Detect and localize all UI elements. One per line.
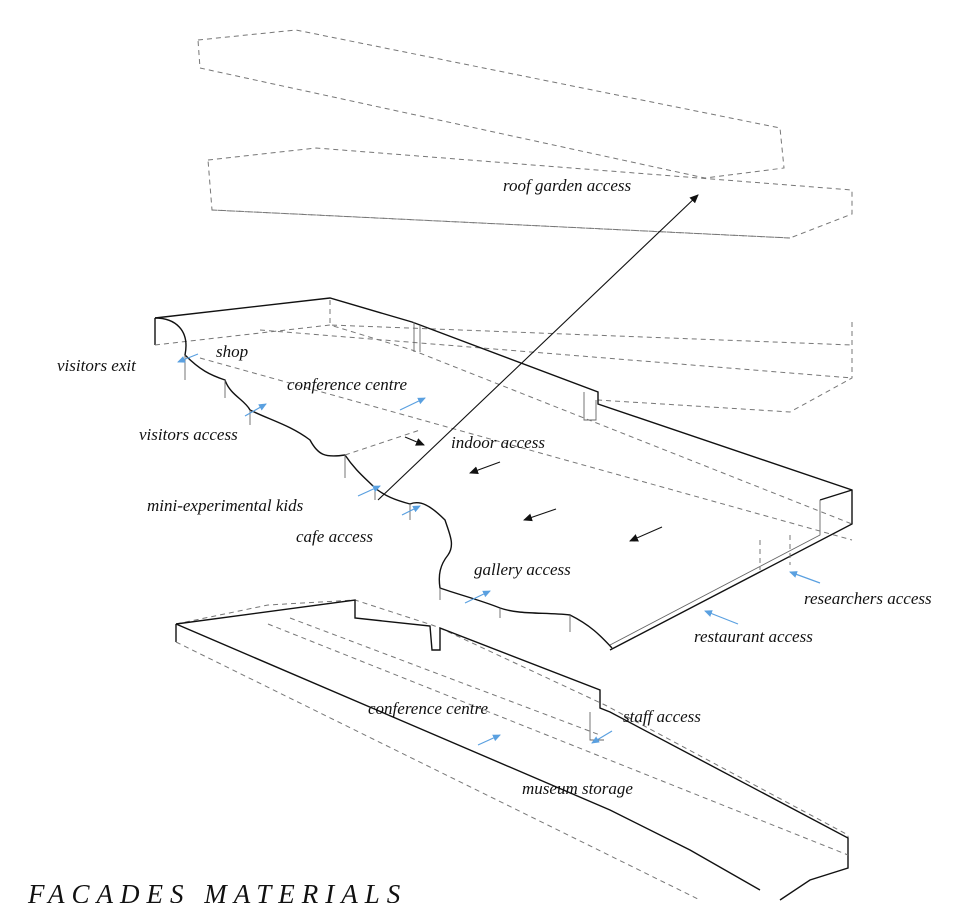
researchers-access-arrow — [790, 572, 820, 583]
indoor-access-arrows — [405, 437, 662, 541]
conference-centre-arrow — [400, 398, 425, 410]
label-indoor-access: indoor access — [451, 433, 545, 452]
label-visitors-access: visitors access — [139, 425, 238, 444]
label-visitors-exit: visitors exit — [57, 356, 137, 375]
label-shop: shop — [216, 342, 248, 361]
label-cafe-access: cafe access — [296, 527, 373, 546]
cafe-access-arrow — [402, 506, 420, 515]
roof-slab-top — [198, 30, 784, 178]
label-staff-access: staff access — [623, 707, 701, 726]
label-gallery-access: gallery access — [474, 560, 571, 579]
section-heading: FACADES MATERIALS — [27, 879, 407, 903]
roof-garden-access-arrow — [378, 195, 698, 500]
conference-centre-lower-arrow — [478, 735, 500, 745]
visitors-access-arrow — [245, 404, 266, 416]
label-museum-storage: museum storage — [522, 779, 633, 798]
label-mini-experimental-kids: mini-experimental kids — [147, 496, 304, 515]
label-roof-garden-access: roof garden access — [503, 176, 631, 195]
upper-level-volume — [260, 300, 852, 412]
restaurant-access-arrow — [705, 611, 738, 624]
label-restaurant-access: restaurant access — [694, 627, 813, 646]
mini-experimental-kids-arrow — [358, 486, 380, 496]
visitors-exit-arrow — [178, 354, 198, 362]
label-conference-centre-lower: conference centre — [368, 699, 488, 718]
main-floor-slab — [155, 298, 852, 650]
label-researchers-access: researchers access — [804, 589, 932, 608]
label-conference-centre-upper: conference centre — [287, 375, 407, 394]
access-arrows — [178, 354, 820, 745]
